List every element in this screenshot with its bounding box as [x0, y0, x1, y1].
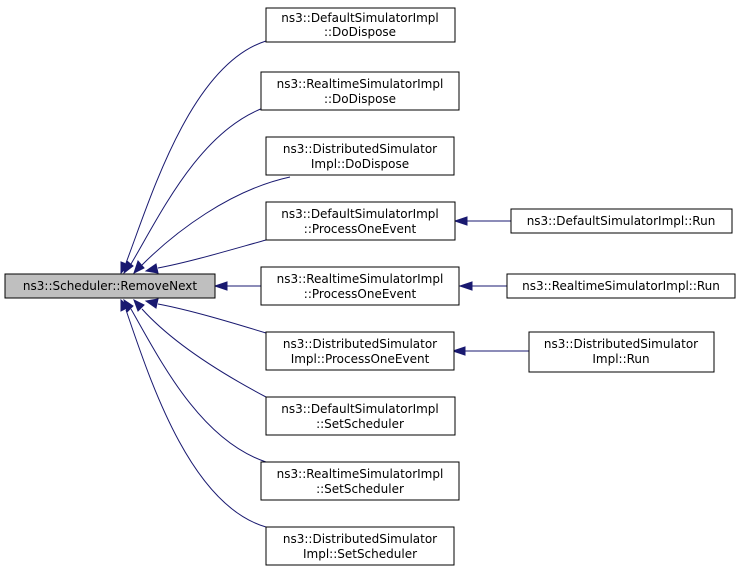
node-caller-2-line2: Impl::DoDispose	[311, 157, 409, 171]
node-caller-8[interactable]: ns3::DistributedSimulator Impl::SetSched…	[265, 526, 455, 566]
edge-caller-8-to-root	[120, 298, 267, 528]
node-default-run[interactable]: ns3::DefaultSimulatorImpl::Run	[510, 208, 733, 234]
node-root-label: ns3::Scheduler::RemoveNext	[23, 279, 197, 293]
node-caller-6[interactable]: ns3::DefaultSimulatorImpl ::SetScheduler	[265, 396, 456, 436]
edge-caller-0-to-root	[120, 40, 267, 275]
node-caller-6-line1: ns3::DefaultSimulatorImpl	[281, 402, 439, 416]
node-caller-1-line1: ns3::RealtimeSimulatorImpl	[277, 77, 444, 91]
node-caller-8-line2: Impl::SetScheduler	[303, 547, 417, 561]
node-caller-5-line1: ns3::DistributedSimulator	[283, 337, 437, 351]
node-caller-0[interactable]: ns3::DefaultSimulatorImpl ::DoDispose	[265, 7, 456, 43]
node-default-run-label: ns3::DefaultSimulatorImpl::Run	[527, 214, 716, 228]
node-distributed-run[interactable]: ns3::DistributedSimulator Impl::Run	[528, 331, 715, 373]
node-caller-2-line1: ns3::DistributedSimulator	[283, 142, 437, 156]
node-distributed-run-line2: Impl::Run	[592, 352, 649, 366]
edge-caller-4-to-root	[213, 281, 262, 291]
node-caller-3[interactable]: ns3::DefaultSimulatorImpl ::ProcessOneEv…	[265, 201, 456, 241]
node-realtime-run[interactable]: ns3::RealtimeSimulatorImpl::Run	[506, 273, 736, 299]
node-distributed-run-line1: ns3::DistributedSimulator	[544, 337, 698, 351]
edge-caller-3-to-root	[144, 239, 267, 274]
edge-caller-7-to-root	[123, 298, 267, 463]
node-caller-2[interactable]: ns3::DistributedSimulator Impl::DoDispos…	[265, 136, 455, 176]
edge-caller-1-to-root	[123, 106, 267, 275]
node-caller-8-line1: ns3::DistributedSimulator	[283, 532, 437, 546]
node-caller-5[interactable]: ns3::DistributedSimulator Impl::ProcessO…	[265, 331, 455, 371]
node-caller-1-line2: ::DoDispose	[324, 92, 396, 106]
node-caller-7[interactable]: ns3::RealtimeSimulatorImpl ::SetSchedule…	[260, 461, 460, 501]
edge-default-run	[453, 216, 511, 226]
edge-realtime-run	[458, 281, 507, 291]
node-caller-6-line2: ::SetScheduler	[316, 417, 404, 431]
node-caller-0-line2: ::DoDispose	[324, 25, 396, 39]
node-caller-4[interactable]: ns3::RealtimeSimulatorImpl ::ProcessOneE…	[260, 266, 460, 306]
node-caller-0-line1: ns3::DefaultSimulatorImpl	[281, 11, 439, 25]
edge-caller-6-to-root	[133, 298, 267, 398]
edge-caller-2-to-root	[133, 176, 291, 274]
edges-to-root	[120, 40, 291, 528]
edges-second-level	[451, 216, 529, 356]
node-caller-1[interactable]: ns3::RealtimeSimulatorImpl ::DoDispose	[260, 71, 460, 111]
edge-distributed-run	[451, 346, 529, 356]
node-caller-3-line2: ::ProcessOneEvent	[304, 222, 417, 236]
node-caller-5-line2: Impl::ProcessOneEvent	[291, 352, 430, 366]
node-caller-4-line2: ::ProcessOneEvent	[304, 287, 417, 301]
node-realtime-run-label: ns3::RealtimeSimulatorImpl::Run	[522, 279, 720, 293]
node-caller-4-line1: ns3::RealtimeSimulatorImpl	[277, 272, 444, 286]
edge-caller-5-to-root	[144, 298, 267, 334]
node-caller-3-line1: ns3::DefaultSimulatorImpl	[281, 207, 439, 221]
node-caller-7-line1: ns3::RealtimeSimulatorImpl	[277, 467, 444, 481]
node-caller-7-line2: ::SetScheduler	[316, 482, 404, 496]
node-root[interactable]: ns3::Scheduler::RemoveNext	[4, 273, 216, 299]
